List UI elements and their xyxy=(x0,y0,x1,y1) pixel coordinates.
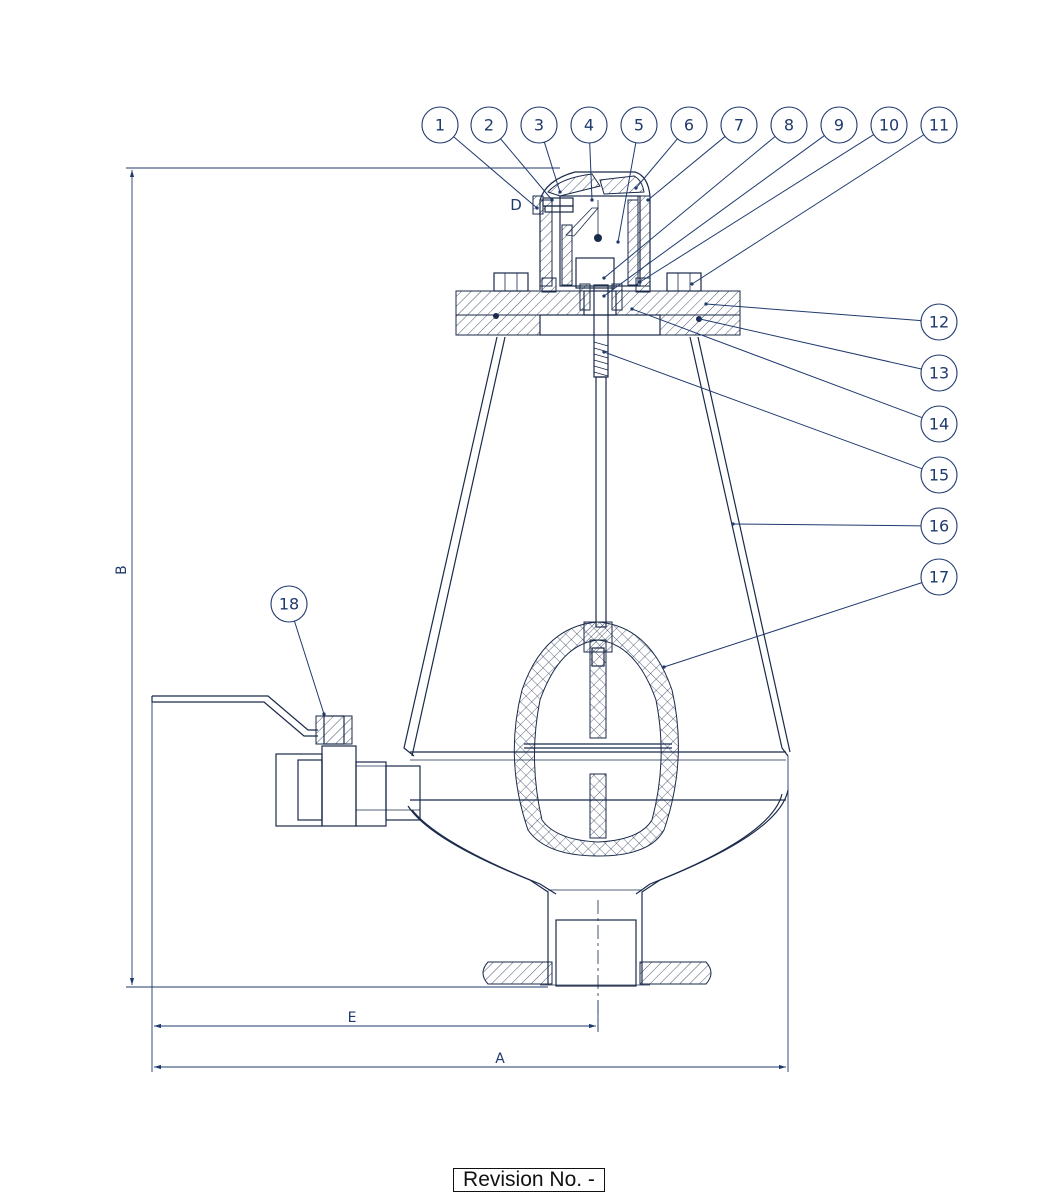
leader-13 xyxy=(698,317,922,370)
leader-6 xyxy=(634,138,678,190)
balloon-14: 14 xyxy=(920,405,958,443)
leader-4 xyxy=(589,142,594,202)
balloon-label: 10 xyxy=(879,116,899,135)
balloon-3: 3 xyxy=(520,106,558,144)
balloon-label: 4 xyxy=(584,116,594,135)
leader-12 xyxy=(704,302,922,322)
balloon-2: 2 xyxy=(470,106,508,144)
balloon-16: 16 xyxy=(920,507,958,545)
balloon-9: 9 xyxy=(820,106,858,144)
dimension-label-b: B xyxy=(114,565,130,575)
leader-17 xyxy=(662,582,923,669)
balloon-label: 1 xyxy=(435,116,445,135)
leader-14 xyxy=(630,307,923,419)
leader-16 xyxy=(731,522,922,527)
top-flange xyxy=(455,290,741,336)
balloon-label: 18 xyxy=(279,595,299,614)
balloon-15: 15 xyxy=(920,456,958,494)
leader-11 xyxy=(690,134,925,286)
leader-lines xyxy=(293,134,925,716)
head-assembly xyxy=(493,171,702,311)
balloon-11: 11 xyxy=(920,106,958,144)
balloon-label: 9 xyxy=(834,116,844,135)
balloon-17: 17 xyxy=(920,558,958,596)
ball-valve xyxy=(151,695,421,827)
balloon-12: 12 xyxy=(920,303,958,341)
balloon-label: 6 xyxy=(684,116,694,135)
balloon-label: 8 xyxy=(784,116,794,135)
float-rod xyxy=(593,284,609,628)
leader-5 xyxy=(616,142,637,244)
balloon-label: 15 xyxy=(929,466,949,485)
balloon-5: 5 xyxy=(620,106,658,144)
balloon-10: 10 xyxy=(870,106,908,144)
balloon-label: 13 xyxy=(929,364,949,383)
balloon-label: 3 xyxy=(534,116,544,135)
balloon-label: 7 xyxy=(734,116,744,135)
leader-3 xyxy=(543,142,562,194)
leader-9 xyxy=(602,135,825,298)
balloon-1: 1 xyxy=(421,106,459,144)
balloon-label: 5 xyxy=(634,116,644,135)
dimension-label-e: E xyxy=(348,1010,357,1026)
leader-2 xyxy=(500,138,554,202)
leader-8 xyxy=(602,136,776,280)
balloon-7: 7 xyxy=(720,106,758,144)
float-ball xyxy=(513,621,679,857)
balloon-8: 8 xyxy=(770,106,808,144)
balloon-label: 11 xyxy=(929,116,949,135)
leader-10 xyxy=(638,134,875,284)
balloon-13: 13 xyxy=(920,354,958,392)
balloon-6: 6 xyxy=(670,106,708,144)
balloon-label: 2 xyxy=(484,116,494,135)
leader-18 xyxy=(293,621,326,716)
dimension-label-a: A xyxy=(495,1051,505,1067)
balloon-label: 16 xyxy=(929,517,949,536)
revision-label: Revision No. - xyxy=(453,1168,605,1192)
dimension-lines xyxy=(126,167,789,1072)
leader-15 xyxy=(602,350,923,470)
detail-label-d: D xyxy=(510,196,522,214)
balloon-label: 12 xyxy=(929,313,949,332)
leader-7 xyxy=(646,136,726,202)
leader-1 xyxy=(453,136,539,210)
balloon-label: 17 xyxy=(929,568,949,587)
balloon-4: 4 xyxy=(570,106,608,144)
balloon-18: 18 xyxy=(270,585,308,623)
balloon-label: 14 xyxy=(929,415,949,434)
